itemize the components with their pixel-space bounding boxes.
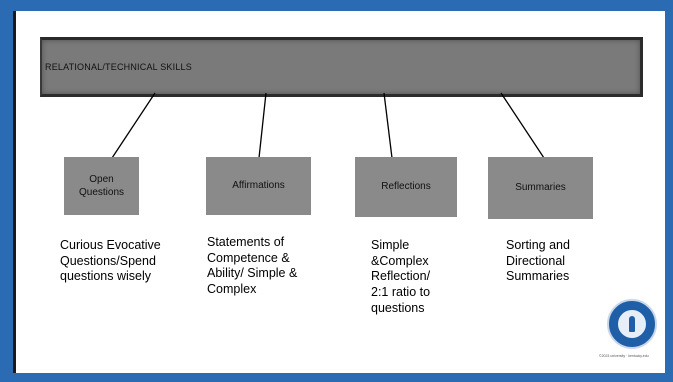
slide: RELATIONAL/TECHNICAL SKILLS Open Questio… [13,11,665,373]
skill-label-open-questions: Open Questions [78,173,125,199]
skill-label-summaries: Summaries [515,182,566,194]
skill-label-reflections: Reflections [381,181,431,193]
seal-center [617,309,647,339]
university-seal-logo [607,299,657,349]
connector-open-questions [111,92,156,159]
skill-description-affirmations: Statements of Competence & Ability/ Simp… [207,235,298,296]
seal-figure-icon [629,316,635,332]
skill-description-open-questions: Curious Evocative Questions/Spend questi… [60,238,161,284]
skill-label-affirmations: Affirmations [232,180,285,192]
skill-box-affirmations: Affirmations [206,157,311,215]
skills-banner: RELATIONAL/TECHNICAL SKILLS [40,37,643,97]
banner-title: RELATIONAL/TECHNICAL SKILLS [45,62,192,72]
skill-box-reflections: Reflections [355,157,457,217]
skill-box-open-questions: Open Questions [64,157,139,215]
connector-reflections [383,92,393,159]
skill-description-summaries: Sorting and Directional Summaries [506,238,570,284]
connector-affirmations [258,92,267,159]
connector-summaries [500,92,545,159]
skill-box-summaries: Summaries [488,157,593,219]
skill-description-reflections: Simple &Complex Reflection/ 2:1 ratio to… [371,238,431,315]
footer-note: ©2023 university · kentucky.edu [599,354,649,358]
